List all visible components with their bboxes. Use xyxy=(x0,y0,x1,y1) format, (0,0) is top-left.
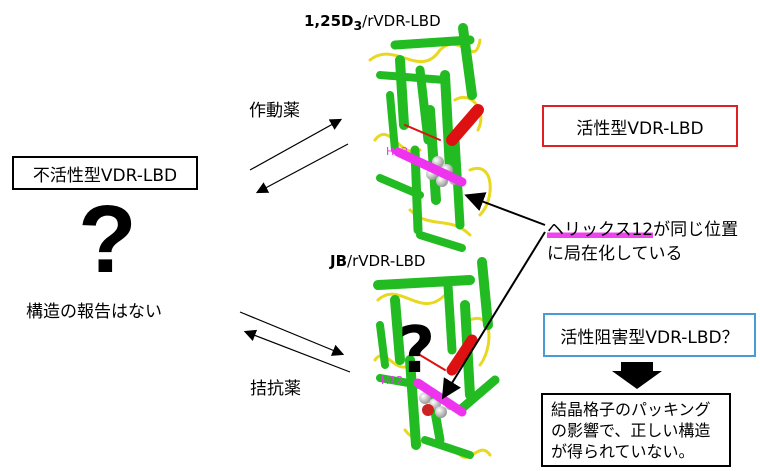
protein-structure-antagonist: H12 ? xyxy=(373,257,500,459)
h12-label-bottom: H12 xyxy=(381,374,403,387)
note-line1: 結晶格子のパッキング xyxy=(551,400,711,419)
inactive-vdr-box: 不活性型VDR-LBD xyxy=(12,156,198,190)
agonist-structure-name: 1,25D xyxy=(304,12,354,30)
no-structure-report-text: 構造の報告はない xyxy=(26,302,162,322)
antagonist-structure-suffix: /rVDR-LBD xyxy=(347,252,426,270)
helix12-highlight: ヘリックス12 xyxy=(547,220,654,240)
antagonist-question-mark: ? xyxy=(398,314,435,388)
antagonist-structure-name: JB xyxy=(330,252,348,270)
antagonist-label: 拮抗薬 xyxy=(250,379,301,399)
callout-line2: に局在化している xyxy=(547,244,683,264)
antagonist-structure-label: JB/rVDR-LBD xyxy=(330,252,425,270)
agonist-equilibrium-arrows xyxy=(249,118,349,194)
protein-structure-agonist: H12 xyxy=(368,23,492,252)
crystal-packing-note: 結晶格子のパッキング の影響で、正しい構造 が得られていない。 xyxy=(541,393,731,467)
agonist-structure-subscript: 3 xyxy=(353,18,363,33)
down-arrow xyxy=(612,362,662,389)
callout-line1-rest: が同じ位置 xyxy=(653,220,739,240)
note-line3: が得られていない。 xyxy=(551,442,695,461)
agonist-structure-label: 1,25D3/rVDR-LBD xyxy=(304,12,441,33)
h12-label-top: H12 xyxy=(386,145,408,158)
active-vdr-box: 活性型VDR-LBD xyxy=(542,105,738,147)
antagonist-equilibrium-arrows xyxy=(239,311,351,373)
agonist-structure-suffix: /rVDR-LBD xyxy=(362,12,441,30)
note-line2: の影響で、正しい構造 xyxy=(551,421,711,440)
antagonist-vdr-box: 活性阻害型VDR-LBD？ xyxy=(543,313,756,357)
agonist-label: 作動薬 xyxy=(249,101,300,121)
callout-arrows xyxy=(441,192,546,400)
inactive-question-mark: ? xyxy=(78,186,137,293)
helix12-callout: ヘリックス12が同じ位置 に局在化している xyxy=(547,218,738,266)
